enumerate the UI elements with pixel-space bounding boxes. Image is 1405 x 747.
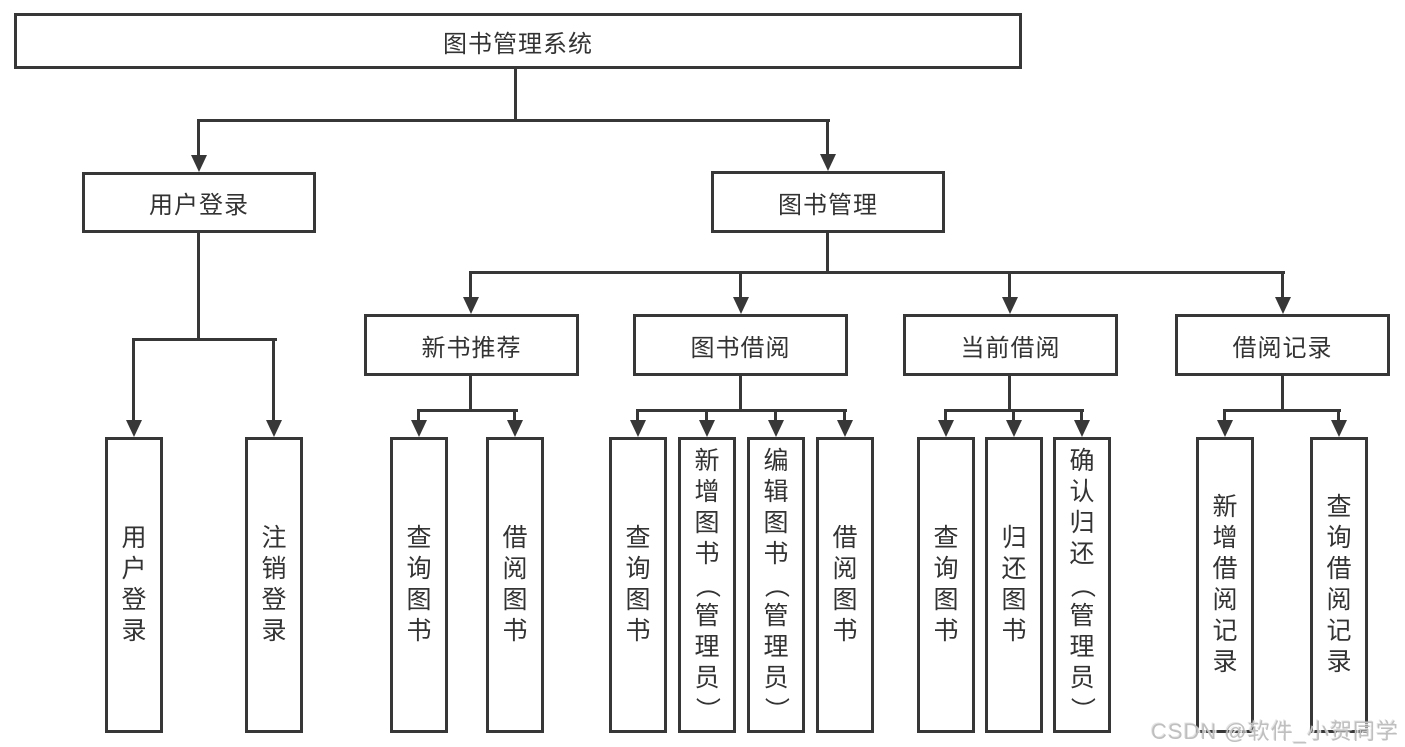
connector-stem [774, 409, 777, 423]
connector-stem [417, 409, 420, 423]
arrow-down-icon [411, 420, 427, 437]
node-confirm-return-admin: 确认归还（管理员） [1053, 437, 1111, 733]
node-user-login-leaf: 用户登录 [105, 437, 163, 733]
arrow-down-icon [768, 420, 784, 437]
connector-current-borrow-trunk [1008, 375, 1011, 412]
connector-root-rail [198, 119, 830, 122]
connector-stem-book-borrow [739, 271, 742, 299]
arrow-down-icon [191, 155, 207, 172]
connector-stem [1223, 409, 1226, 423]
node-borrow-records: 借阅记录 [1175, 314, 1390, 376]
connector-stem [1012, 409, 1015, 423]
node-query-books-under-recommend: 查询图书 [390, 437, 448, 733]
connector-user-login-trunk [197, 232, 200, 341]
connector-book-mgmt-trunk [826, 232, 829, 274]
connector-stem [944, 409, 947, 423]
node-new-book-recommend: 新书推荐 [364, 314, 579, 376]
connector-stem [843, 409, 846, 423]
connector-book-borrow-trunk [739, 375, 742, 412]
node-return-books: 归还图书 [985, 437, 1043, 733]
connector-stem-login-leaf [132, 338, 135, 422]
connector-new-books-trunk [469, 375, 472, 412]
node-label: 用户登录 [149, 192, 249, 219]
arrow-down-icon [463, 297, 479, 314]
connector-stem [705, 409, 708, 423]
node-label: 当前借阅 [960, 334, 1061, 362]
node-current-borrowing: 当前借阅 [903, 314, 1118, 376]
arrow-down-icon [1275, 297, 1291, 314]
arrow-down-icon [266, 420, 282, 437]
connector-stem [1080, 409, 1083, 423]
arrow-down-icon [699, 420, 715, 437]
arrow-down-icon [1331, 420, 1347, 437]
connector-borrow-records-trunk [1281, 375, 1284, 412]
node-label: 图书管理系统 [443, 30, 593, 58]
connector-stem [636, 409, 639, 423]
connector-stem-current-borrow [1008, 271, 1011, 299]
node-logout-leaf: 注销登录 [245, 437, 303, 733]
node-book-management: 图书管理 [711, 171, 945, 233]
arrow-down-icon [1006, 420, 1022, 437]
connector-root-trunk [514, 68, 517, 122]
connector-stem [1337, 409, 1340, 423]
connector-book-borrow-rail [636, 409, 847, 412]
node-label: 图书管理 [778, 191, 878, 219]
connector-stem-borrow-records [1281, 271, 1284, 299]
arrow-down-icon [938, 420, 954, 437]
node-user-login: 用户登录 [82, 172, 316, 233]
arrow-down-icon [1217, 420, 1233, 437]
arrow-down-icon [733, 297, 749, 314]
connector-stem-new-books [469, 271, 472, 299]
node-edit-books-admin: 编辑图书（管理员） [747, 437, 805, 733]
arrow-down-icon [507, 420, 523, 437]
node-label: 借阅记录 [1232, 334, 1333, 362]
connector-stem-logout-leaf [272, 338, 275, 422]
node-query-books-under-current: 查询图书 [917, 437, 975, 733]
node-query-books-under-borrowing: 查询图书 [609, 437, 667, 733]
node-add-borrow-record: 新增借阅记录 [1196, 437, 1254, 733]
arrow-down-icon [1002, 297, 1018, 314]
connector-stem [513, 409, 516, 423]
node-add-books-admin: 新增图书（管理员） [678, 437, 736, 733]
node-label: 新书推荐 [421, 334, 522, 362]
csdn-watermark: CSDN @软件_小贺同学 [1150, 719, 1399, 744]
connector-stem-user-login [197, 119, 200, 157]
connector-stem-book-mgmt [826, 119, 829, 156]
node-label: 图书借阅 [690, 334, 791, 362]
node-book-borrowing: 图书借阅 [633, 314, 848, 376]
node-borrow-books-under-recommend: 借阅图书 [486, 437, 544, 733]
connector-book-mgmt-rail [470, 271, 1285, 274]
connector-new-books-rail [417, 409, 518, 412]
node-borrow-books-under-borrowing: 借阅图书 [816, 437, 874, 733]
arrow-down-icon [630, 420, 646, 437]
arrow-down-icon [820, 154, 836, 171]
arrow-down-icon [126, 420, 142, 437]
arrow-down-icon [837, 420, 853, 437]
arrow-down-icon [1074, 420, 1090, 437]
connector-borrow-records-rail [1223, 409, 1341, 412]
node-query-borrow-record: 查询借阅记录 [1310, 437, 1368, 733]
node-library-system-root: 图书管理系统 [14, 13, 1022, 69]
connector-user-login-rail [132, 338, 277, 341]
